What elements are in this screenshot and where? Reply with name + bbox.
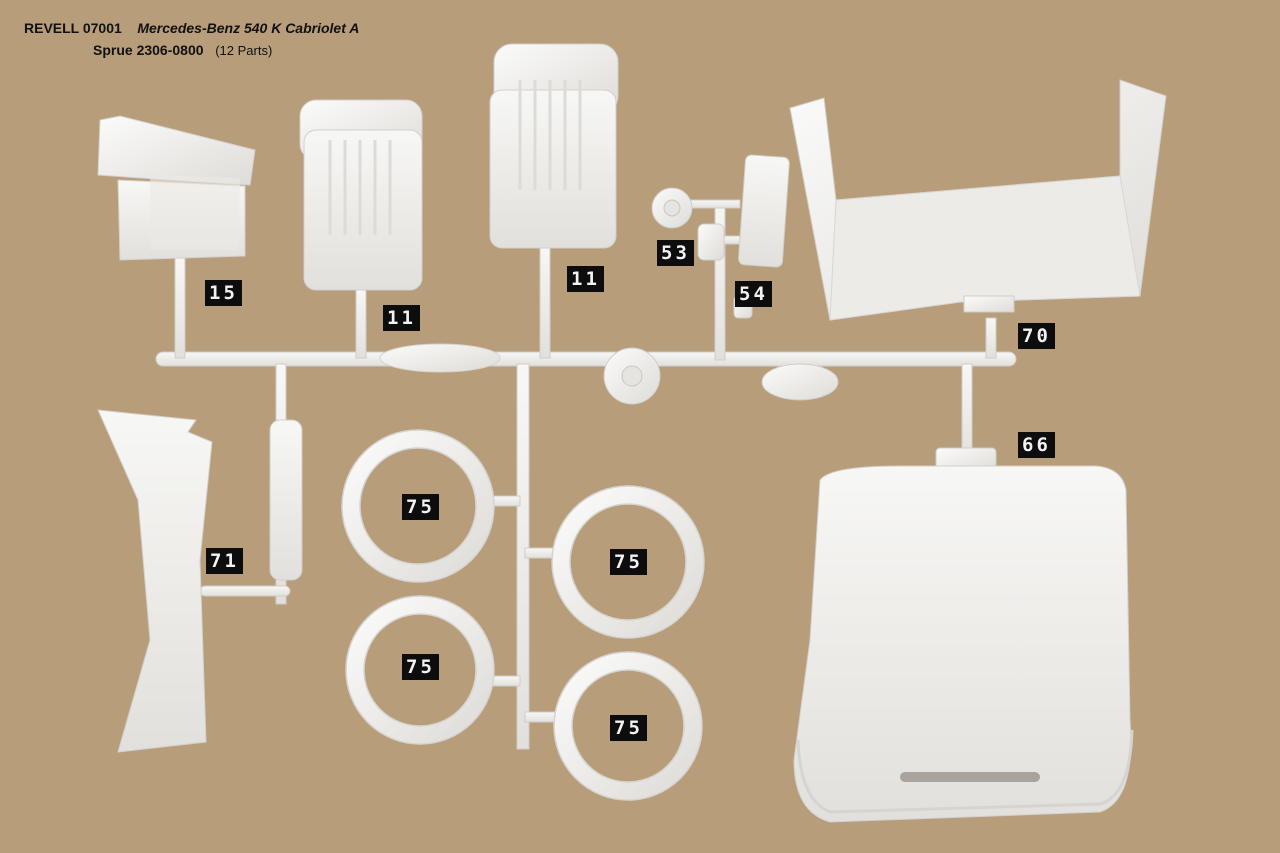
part-label-54: 54 xyxy=(735,281,772,307)
part-label-66: 66 xyxy=(1018,432,1055,458)
hood-part-66 xyxy=(793,447,1134,823)
seat-part-11-left xyxy=(299,99,423,291)
part-label-53: 53 xyxy=(657,240,694,266)
sprue-hub xyxy=(379,343,839,405)
tire-part-75-4 xyxy=(553,651,703,801)
part-label-75-3: 75 xyxy=(402,654,439,680)
panel-part-71 xyxy=(97,409,213,753)
kit-number: REVELL 07001 xyxy=(24,20,122,36)
part-label-11-left: 11 xyxy=(383,305,420,331)
part-label-70: 70 xyxy=(1018,323,1055,349)
part-label-71: 71 xyxy=(206,548,243,574)
tire-part-75-3 xyxy=(345,595,495,745)
sprue-runners xyxy=(155,199,1017,750)
model-name: Mercedes-Benz 540 K Cabriolet A xyxy=(137,20,360,36)
tire-part-75-2 xyxy=(551,485,705,639)
seat-part-11-center xyxy=(489,43,619,249)
sprue-caption-line: Sprue 2306-0800 (12 Parts) xyxy=(93,42,272,58)
part-label-75-2: 75 xyxy=(610,549,647,575)
seat-part-15 xyxy=(97,115,256,261)
small-parts-53-54 xyxy=(651,154,790,319)
sprue-number: Sprue 2306-0800 xyxy=(93,42,204,58)
body-shell-part-70 xyxy=(789,79,1167,321)
kit-caption-line: REVELL 07001 Mercedes-Benz 540 K Cabriol… xyxy=(24,20,359,36)
tire-part-75-1 xyxy=(341,429,495,583)
part-label-11-center: 11 xyxy=(567,266,604,292)
part-label-75-4: 75 xyxy=(610,715,647,741)
part-count: (12 Parts) xyxy=(215,43,273,58)
part-label-15: 15 xyxy=(205,280,242,306)
part-label-75-1: 75 xyxy=(402,494,439,520)
